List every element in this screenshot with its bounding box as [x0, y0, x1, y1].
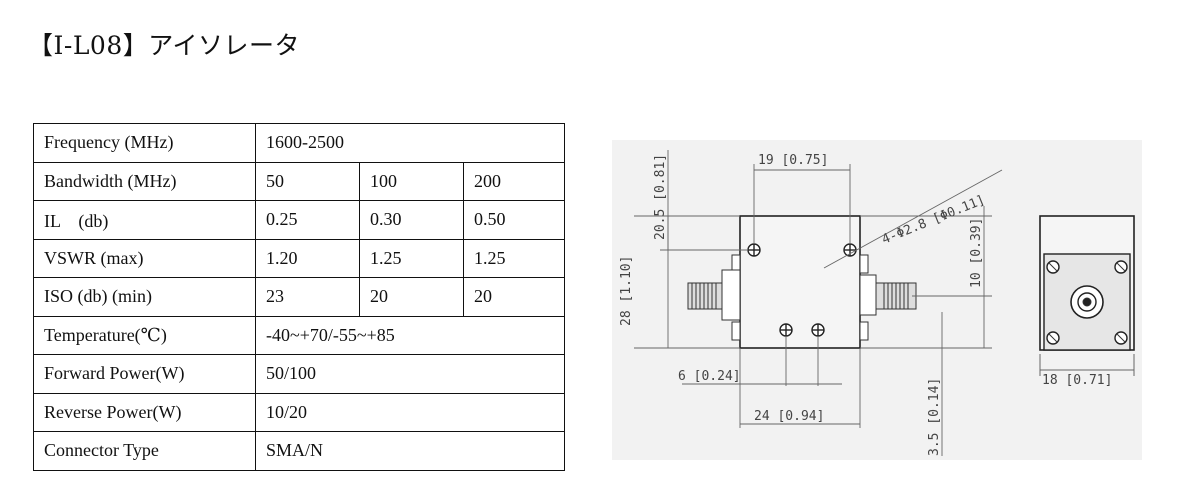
mechanical-drawing: 19 [0.75] 4-Φ2.8 [Φ0.11] 20.5 [0.81] 28 …: [612, 140, 1142, 460]
spec-label: Forward Power(W): [33, 354, 256, 394]
right-connector: [859, 274, 917, 316]
dim-bottom-offset: 3.5 [0.14]: [927, 378, 942, 456]
spec-label: Temperature(℃): [33, 315, 256, 355]
spec-value: SMA/N: [255, 431, 565, 471]
left-tab-bottom: [731, 321, 741, 341]
dim-body-width: 24 [0.94]: [754, 409, 824, 424]
spec-value: 100: [359, 161, 464, 201]
spec-label: ISO (db) (min): [33, 277, 256, 317]
side-view: [1039, 215, 1135, 376]
spec-value: 20: [359, 277, 464, 317]
dimension-lines: [634, 150, 1003, 456]
spec-value: 200: [463, 161, 565, 201]
drawing-svg: 19 [0.75] 4-Φ2.8 [Φ0.11] 20.5 [0.81] 28 …: [619, 150, 1135, 456]
spec-value: -40~+70/-55~+85: [255, 315, 565, 355]
right-tab-bottom: [859, 321, 869, 341]
spec-label: VSWR (max): [33, 238, 256, 278]
spec-value: 50/100: [255, 354, 565, 394]
dim-left-upper: 20.5 [0.81]: [653, 154, 668, 240]
dim-width-top: 19 [0.75]: [758, 153, 828, 168]
spec-value: 23: [255, 277, 360, 317]
spec-value: 10/20: [255, 392, 565, 432]
spec-row: Forward Power(W)50/100: [33, 354, 565, 394]
spec-value: 0.50: [463, 200, 565, 240]
spec-label: Connector Type: [33, 431, 256, 471]
spec-label: Reverse Power(W): [33, 392, 256, 432]
spec-row: Reverse Power(W)10/20: [33, 392, 565, 432]
spec-value: 1.25: [463, 238, 565, 278]
isolator-body: [739, 215, 861, 349]
spec-value: 0.30: [359, 200, 464, 240]
spec-row: Temperature(℃)-40~+70/-55~+85: [33, 315, 565, 355]
spec-value: 1.20: [255, 238, 360, 278]
page-title: 【I-L08】アイソレータ: [28, 31, 300, 60]
left-connector: [687, 269, 741, 321]
spec-value: 20: [463, 277, 565, 317]
spec-label: IL (db): [33, 200, 256, 240]
spec-value: 1600-2500: [255, 123, 565, 163]
dim-side-width: 18 [0.71]: [1042, 373, 1112, 388]
spec-label: Bandwidth (MHz): [33, 161, 256, 201]
spec-label: Frequency (MHz): [33, 123, 256, 163]
dim-height: 28 [1.10]: [619, 256, 634, 326]
dim-right-upper: 10 [0.39]: [969, 218, 984, 288]
right-tab-top: [859, 254, 869, 274]
spec-row: Frequency (MHz)1600-2500: [33, 123, 565, 163]
spec-value: 1.25: [359, 238, 464, 278]
spec-value: 0.25: [255, 200, 360, 240]
dim-hole-spacing: 6 [0.24]: [678, 369, 741, 384]
spec-value: 50: [255, 161, 360, 201]
